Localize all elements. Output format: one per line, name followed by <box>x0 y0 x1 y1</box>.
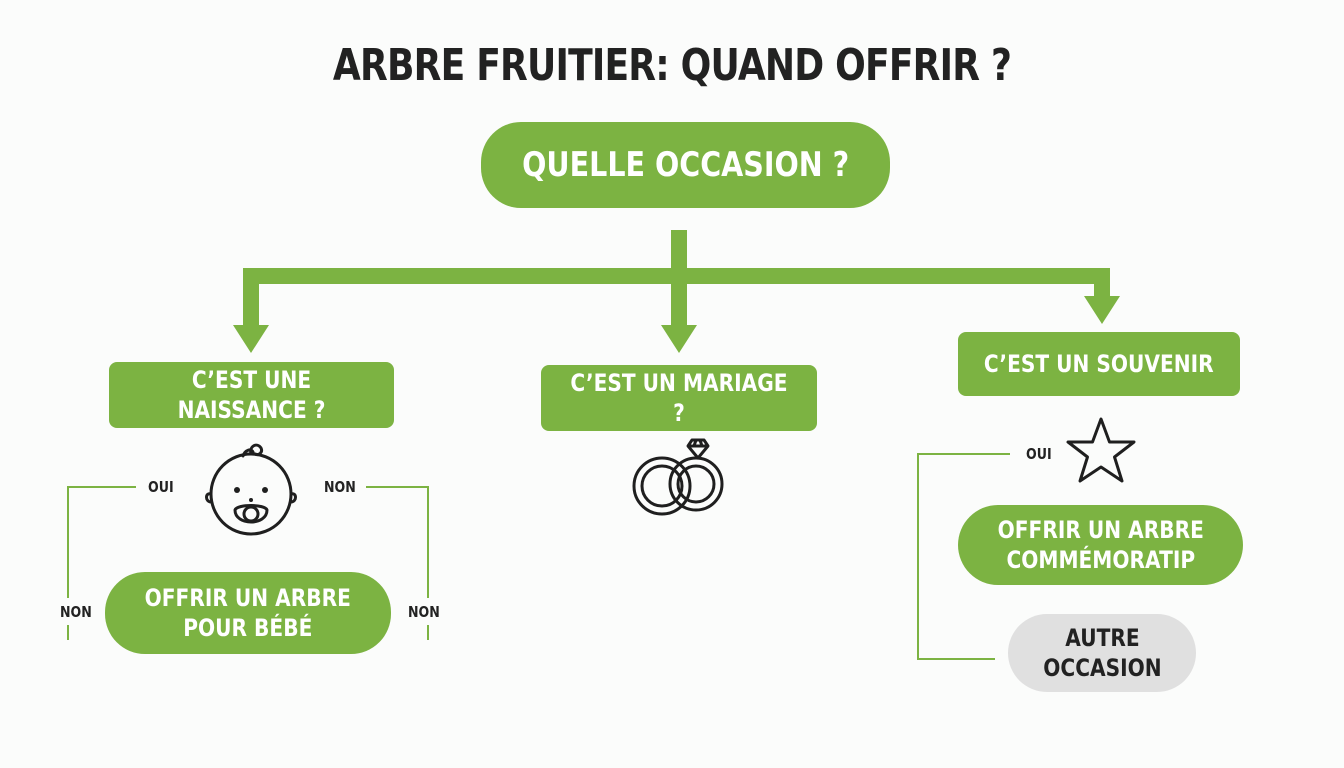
line-souvenir <box>917 453 1010 660</box>
label-naissance-oui: OUI <box>148 478 174 496</box>
drop-naissance <box>243 268 259 328</box>
arrow-mariage <box>661 325 697 353</box>
page-title: ARBRE FRUITIER: QUAND OFFRIR ? <box>332 40 1012 91</box>
root-stem <box>671 230 687 272</box>
question-mariage-label: C’EST UN MARIAGE ? <box>570 369 788 427</box>
question-naissance-label: C’EST UNE NAISSANCE ? <box>177 366 326 424</box>
root-node-label: QUELLE OCCASION ? <box>521 144 850 185</box>
question-souvenir: C’EST UN SOUVENIR <box>958 332 1240 396</box>
root-node: QUELLE OCCASION ? <box>481 122 890 208</box>
star-icon <box>1066 417 1136 483</box>
question-naissance: C’EST UNE NAISSANCE ? <box>109 362 394 428</box>
question-mariage: C’EST UN MARIAGE ? <box>541 365 817 431</box>
baby-icon <box>205 443 297 536</box>
line-naissance-oui <box>67 486 136 598</box>
outcome-bebe: OFFRIR UN ARBRE POUR BÉBÉ <box>105 572 391 654</box>
outcome-commemoratif-label: OFFRIR UN ARBRE COMMÉMORATIP <box>997 516 1204 574</box>
arrow-souvenir <box>1084 296 1120 324</box>
outcome-autre-label: AUTRE OCCASION <box>1042 624 1162 682</box>
label-souvenir-oui: OUI <box>1026 445 1052 463</box>
label-naissance-non-right: NON <box>408 603 440 621</box>
arrow-naissance <box>233 325 269 353</box>
drop-souvenir <box>1094 268 1110 298</box>
outcome-autre: AUTRE OCCASION <box>1008 614 1196 692</box>
drop-mariage <box>671 268 687 328</box>
line-naissance-non <box>366 486 429 598</box>
label-naissance-non-top: NON <box>324 478 356 496</box>
question-souvenir-label: C’EST UN SOUVENIR <box>984 350 1214 378</box>
outcome-commemoratif: OFFRIR UN ARBRE COMMÉMORATIP <box>958 505 1243 585</box>
label-naissance-non-left: NON <box>60 603 92 621</box>
wedding-rings-icon <box>632 438 724 516</box>
outcome-bebe-label: OFFRIR UN ARBRE POUR BÉBÉ <box>144 584 352 642</box>
